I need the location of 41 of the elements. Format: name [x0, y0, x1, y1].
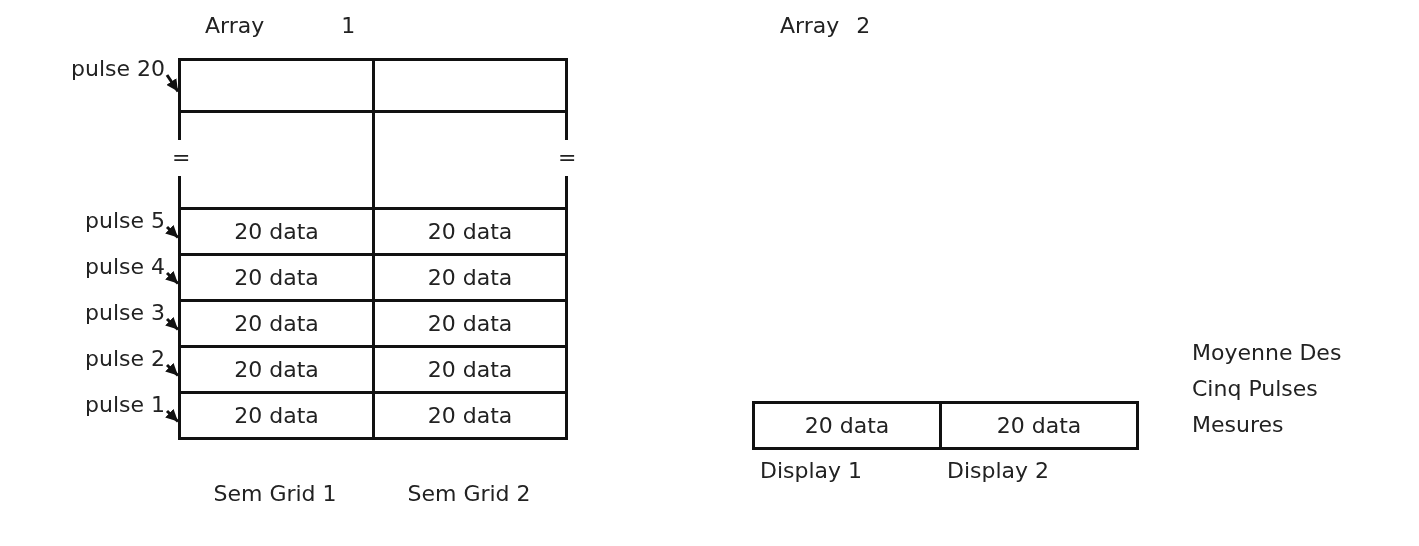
- pulse-label: pulse 2: [85, 346, 165, 371]
- display-caption: Display 1: [760, 458, 863, 483]
- pulse-label: pulse 5: [85, 208, 165, 233]
- column-caption: Sem Grid 1: [212, 480, 338, 508]
- note-text: Moyenne Des Cinq Pulses Mesures: [1192, 339, 1343, 439]
- array-cell: [178, 207, 375, 256]
- arrow: [165, 408, 180, 423]
- cell-text: 20 data: [234, 311, 319, 336]
- cell-text: 20 data: [427, 357, 513, 382]
- array-cell: [752, 401, 942, 450]
- pulse-label: pulse 3: [85, 300, 165, 325]
- cell-text: 20 data: [427, 219, 513, 244]
- array-cell: [372, 207, 568, 256]
- array-cell: [372, 391, 568, 440]
- arrow: [165, 362, 180, 377]
- cell-text: 20 data: [427, 311, 513, 336]
- break-mark: =: [172, 140, 188, 176]
- empty-cell: [372, 58, 568, 113]
- column-caption: Sem Grid 2: [406, 480, 532, 508]
- cell-text: 20 data: [996, 413, 1082, 438]
- empty-cell: [178, 58, 375, 113]
- pulse-label: pulse 20: [71, 56, 165, 81]
- cell-text: 20 data: [234, 357, 319, 382]
- display-caption: Display 2: [947, 458, 1050, 483]
- pulse-label: pulse 1: [85, 392, 165, 417]
- pulse-label: pulse 4: [85, 254, 165, 279]
- array-cell: [939, 401, 1139, 450]
- cell-text: 20 data: [234, 403, 319, 428]
- break-mark: =: [558, 140, 574, 176]
- array-cell: [178, 391, 375, 440]
- array-title: Array 2: [780, 12, 871, 40]
- arrow: [165, 316, 180, 331]
- arrow: [165, 224, 180, 239]
- cell-text: 20 data: [804, 413, 890, 438]
- cell-text: 20 data: [427, 265, 513, 290]
- array-title: Array 1: [205, 12, 356, 40]
- cell-text: 20 data: [234, 219, 319, 244]
- cell-text: 20 data: [234, 265, 319, 290]
- arrow: [165, 74, 180, 93]
- arrow: [165, 270, 180, 285]
- cell-text: 20 data: [427, 403, 513, 428]
